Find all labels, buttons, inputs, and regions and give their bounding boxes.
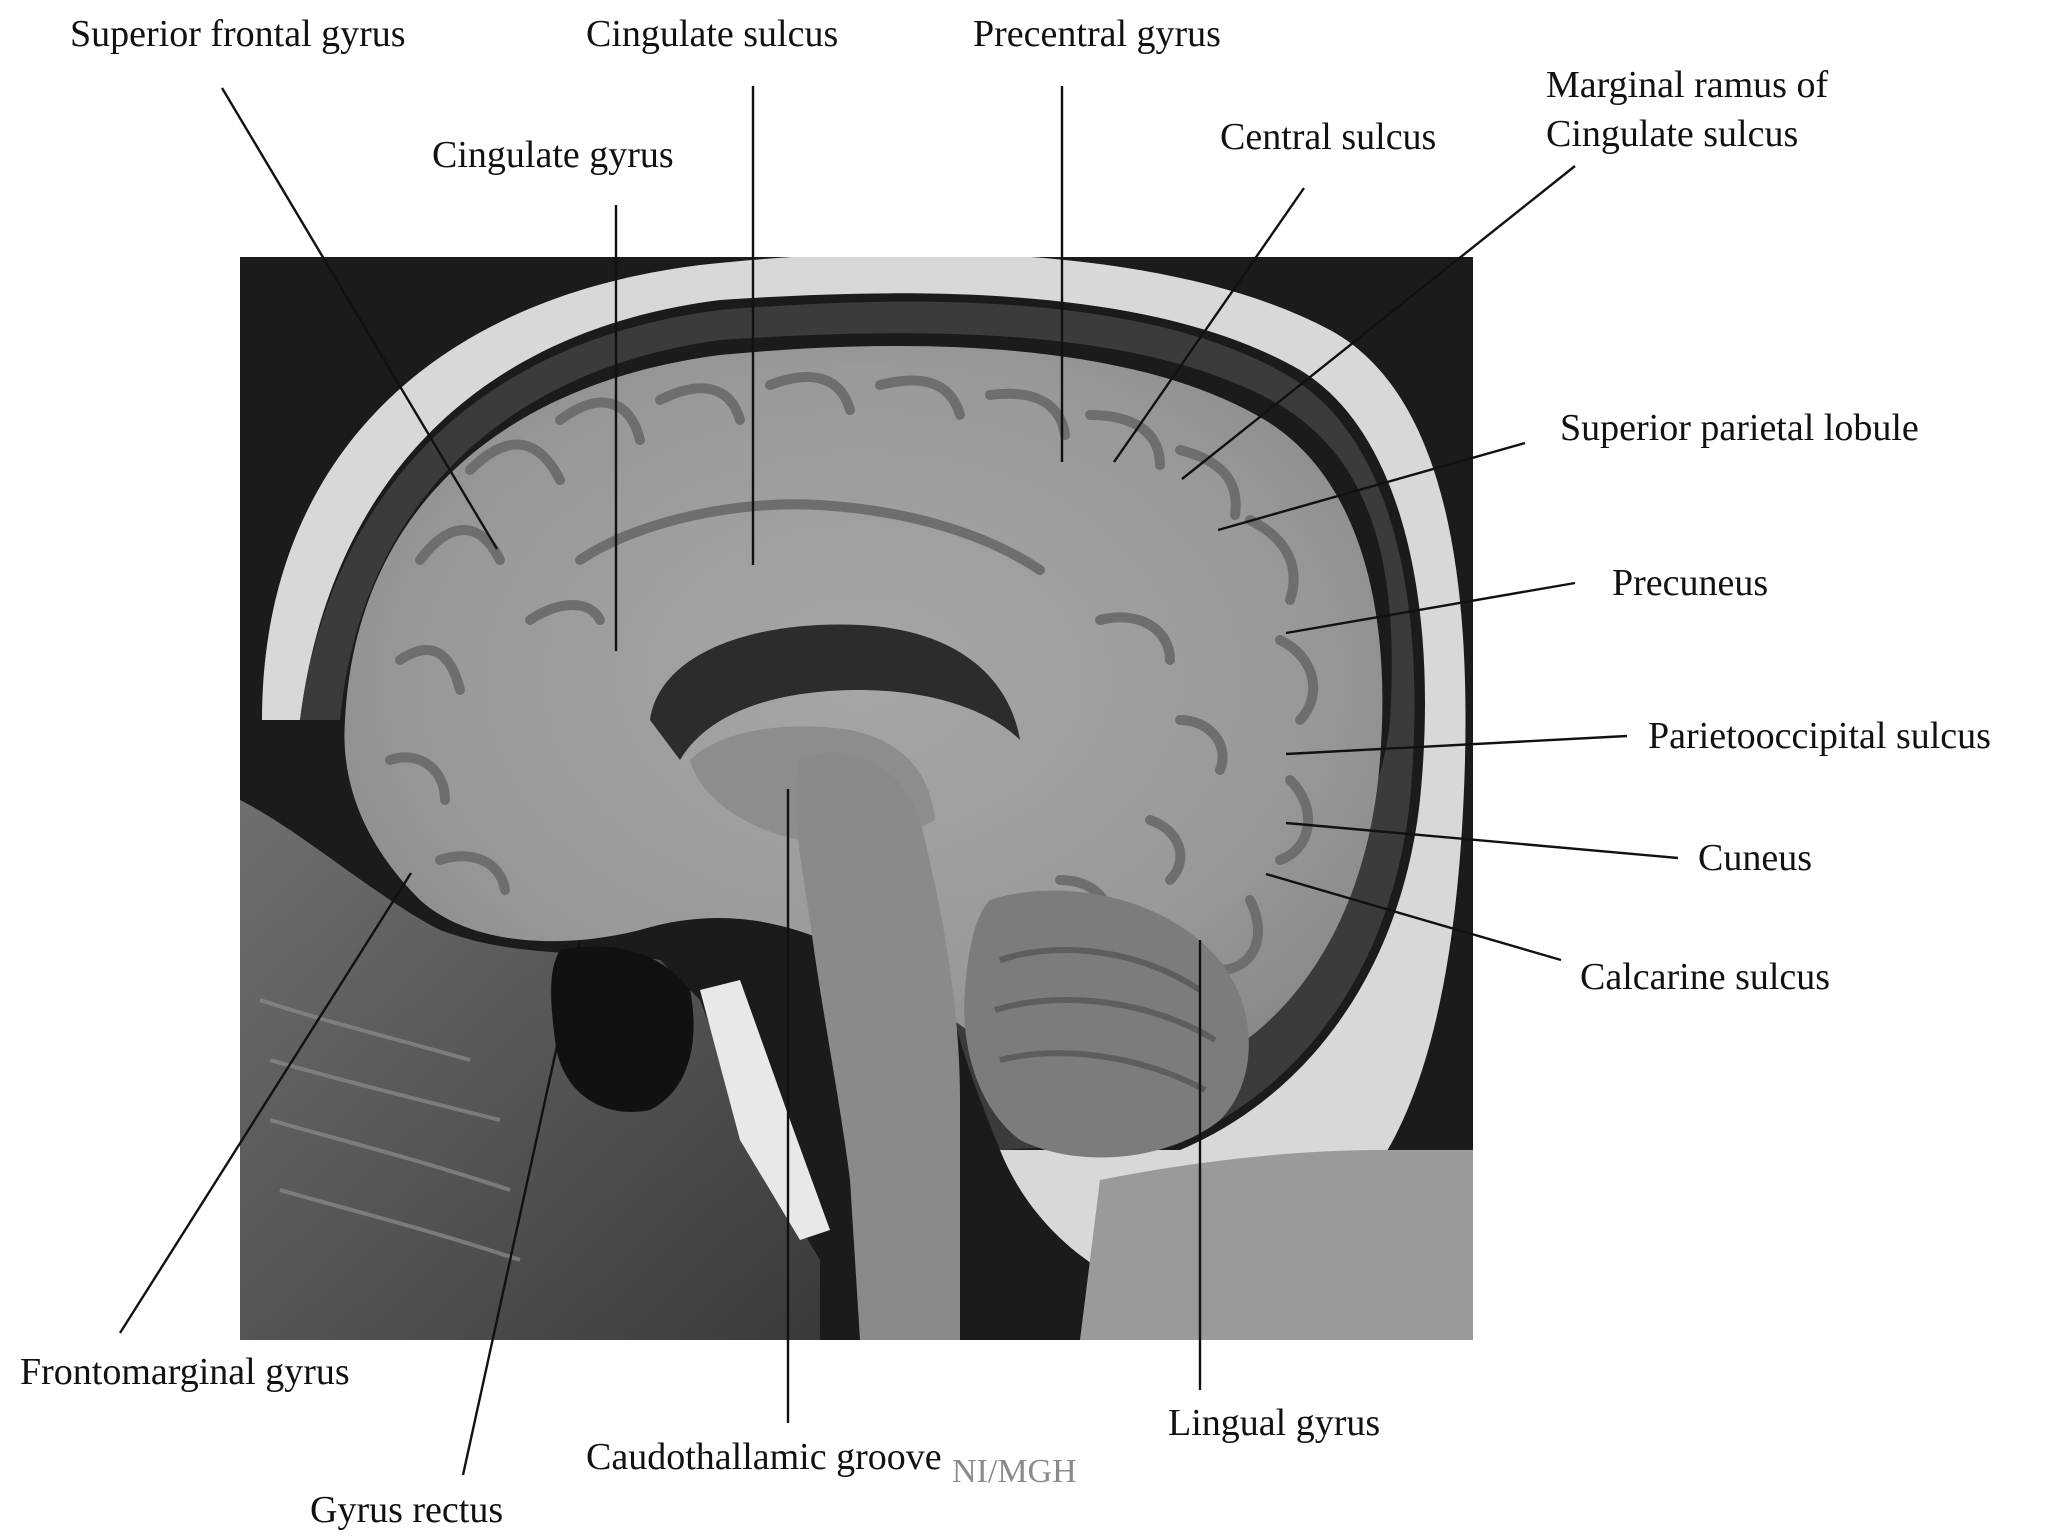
face-region — [240, 800, 820, 1340]
label-superior-parietal-lobule: Superior parietal lobule — [1560, 407, 1919, 449]
cerebellum — [964, 890, 1249, 1158]
label-parietooccipital-sulcus: Parietooccipital sulcus — [1648, 715, 1991, 757]
label-gyrus-rectus: Gyrus rectus — [310, 1489, 503, 1531]
neck-tissue — [1080, 1150, 1473, 1340]
sphenoid-bright — [700, 980, 830, 1240]
leader-central-sulcus — [1113, 187, 1305, 463]
leader-calcarine-sulcus — [1265, 872, 1562, 962]
mri-scan-image — [240, 257, 1473, 1340]
label-caudothalamic-groove: Caudothallamic groove — [586, 1436, 942, 1478]
leader-superior-parietal-lobule — [1217, 441, 1526, 532]
label-marginal-ramus-line2: Cingulate sulcus — [1546, 113, 1798, 155]
label-marginal-ramus-line1: Marginal ramus of — [1546, 64, 1828, 106]
label-cuneus: Cuneus — [1698, 837, 1812, 879]
label-frontomarginal-gyrus: Frontomarginal gyrus — [20, 1351, 350, 1393]
label-calcarine-sulcus: Calcarine sulcus — [1580, 956, 1830, 998]
label-precuneus: Precuneus — [1612, 562, 1768, 604]
leader-gyrus-rectus — [461, 940, 582, 1476]
label-cingulate-gyrus: Cingulate gyrus — [432, 134, 674, 176]
label-precentral-gyrus: Precentral gyrus — [973, 13, 1221, 55]
labels: Superior frontal gyrus Cingulate sulcus … — [20, 13, 1991, 1531]
face-texture — [259, 998, 521, 1262]
label-cingulate-sulcus: Cingulate sulcus — [586, 13, 838, 55]
brainstem — [795, 752, 960, 1340]
label-central-sulcus: Central sulcus — [1220, 116, 1436, 158]
leader-precuneus — [1285, 581, 1576, 635]
sinus-cavity — [551, 946, 694, 1112]
watermark: NI/MGH — [952, 1453, 1077, 1490]
label-lingual-gyrus: Lingual gyrus — [1168, 1402, 1380, 1444]
leader-frontomarginal-gyrus — [118, 872, 413, 1334]
label-superior-frontal-gyrus: Superior frontal gyrus — [70, 13, 406, 55]
cerebellum-folia — [994, 947, 1217, 1093]
skull-dark-band — [300, 301, 1415, 1150]
leader-marginal-ramus — [1181, 165, 1576, 480]
leader-superior-frontal-gyrus — [220, 87, 499, 550]
leader-parietooccipital-sulcus — [1285, 734, 1628, 756]
corpus-callosum — [650, 624, 1020, 760]
leader-lines — [118, 86, 1679, 1476]
leader-cuneus — [1285, 821, 1679, 860]
